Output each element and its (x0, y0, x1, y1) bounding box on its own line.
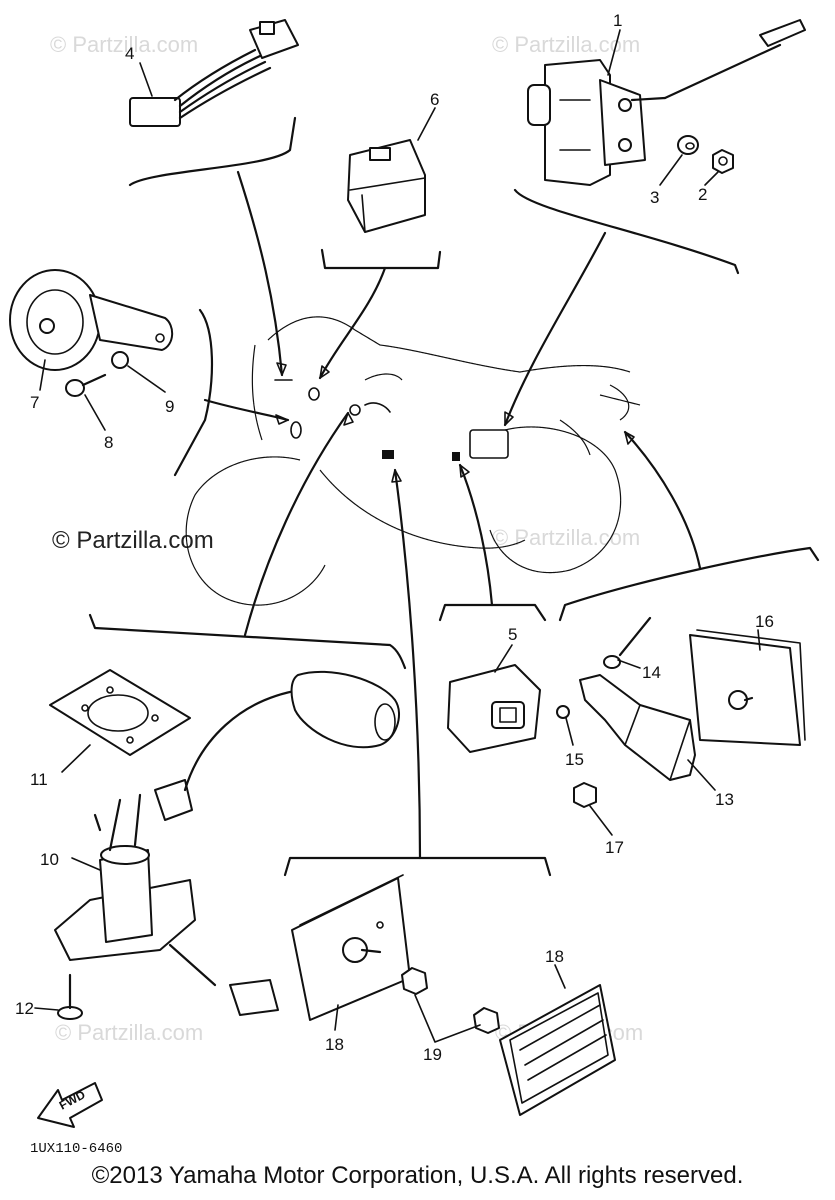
callout-17: 17 (605, 838, 624, 857)
part-15-washer (556, 705, 570, 719)
watermark-faint: © Partzilla.com (50, 32, 198, 57)
part-3-washer (677, 135, 699, 155)
part-14-rivet (603, 616, 652, 669)
callout-18-left: 18 (325, 1035, 344, 1054)
callout-14: 14 (642, 663, 661, 682)
callout-2: 2 (698, 185, 707, 204)
part-5-flasher-relay (447, 664, 541, 753)
callout-8: 8 (104, 433, 113, 452)
callout-16: 16 (755, 612, 774, 631)
callout-13: 13 (715, 790, 734, 809)
motorcycle-outline (185, 316, 641, 606)
callout-1: 1 (613, 11, 622, 30)
part-11-gasket (49, 669, 191, 756)
part-8-bolt (65, 373, 107, 397)
group-brackets (88, 116, 820, 877)
part-19-nut-upper (401, 967, 428, 995)
watermark-faint: © Partzilla.com (492, 525, 640, 550)
fwd-arrow-icon: FWD (37, 1082, 103, 1128)
part-12-screw (57, 973, 83, 1020)
part-7-horn (9, 269, 174, 371)
part-6-relay (347, 139, 426, 233)
part-19-nut-lower (473, 1007, 500, 1034)
watermark-main: © Partzilla.com (52, 527, 214, 554)
part-17-nut (573, 782, 597, 808)
callout-4: 4 (125, 44, 134, 63)
callout-6: 6 (430, 90, 439, 109)
diagram-code: 1UX110-6460 (30, 1141, 122, 1157)
callout-9: 9 (165, 397, 174, 416)
callout-3: 3 (650, 188, 659, 207)
callout-leaders (34, 29, 761, 1043)
callout-12: 12 (15, 999, 34, 1018)
callout-7: 7 (30, 393, 39, 412)
part-1-starter-relay (527, 19, 806, 186)
part-9-washer (111, 351, 129, 369)
exploded-parts-diagram: © Partzilla.com © Partzilla.com © Partzi… (9, 11, 820, 1157)
part-13-bracket (579, 674, 696, 781)
callout-18-right: 18 (545, 947, 564, 966)
part-2-nut (712, 149, 734, 174)
callout-10: 10 (40, 850, 59, 869)
callout-15: 15 (565, 750, 584, 769)
part-16-reflector (689, 629, 806, 746)
callout-numbers: 1 2 3 4 5 6 7 8 9 10 11 12 13 14 15 16 1… (15, 11, 774, 1064)
callout-19: 19 (423, 1045, 442, 1064)
part-18-reflector-right (499, 984, 616, 1116)
part-4-wire-harness (129, 19, 299, 127)
callout-11: 11 (30, 770, 48, 789)
callout-5: 5 (508, 625, 517, 644)
watermark-faint: © Partzilla.com (55, 1020, 203, 1045)
copyright-notice: ©2013 Yamaha Motor Corporation, U.S.A. A… (91, 1162, 744, 1189)
part-18-reflector-left (291, 874, 411, 1021)
leader-arrows (203, 170, 702, 860)
part-10-fuel-sender (54, 670, 400, 1016)
